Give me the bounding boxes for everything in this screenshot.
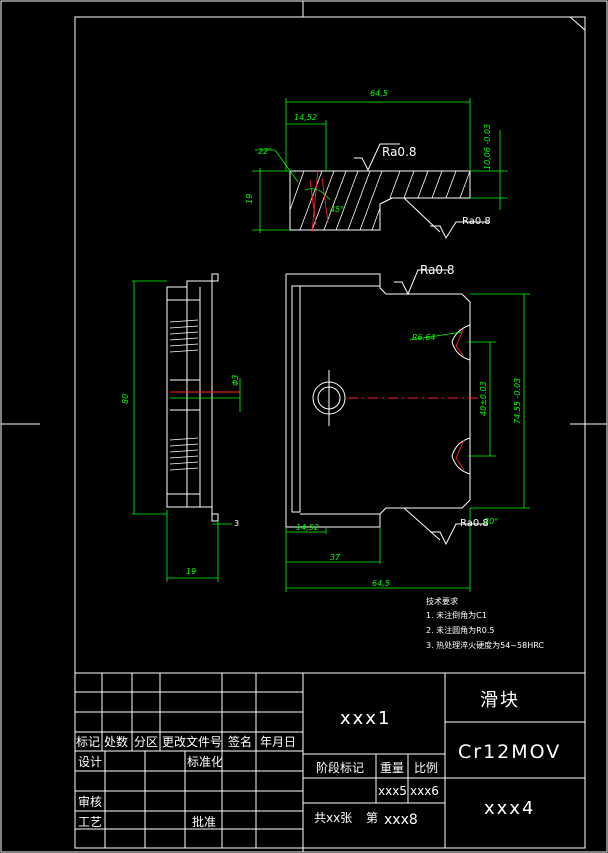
tb-sheet: xxx8 (384, 812, 418, 828)
inner-border (74, 16, 586, 849)
dim-radius: R6.64 (412, 333, 435, 342)
dim-top-height-left: 19 (245, 194, 254, 204)
dim-top-height-right: 10,06 -0.03 (483, 124, 492, 170)
dim-bottom-angle: 30° (484, 517, 498, 526)
dim-side-height: 80 (121, 394, 130, 404)
notes-line-3: 3. 热处理淬火硬度为54~58HRC (426, 640, 544, 650)
tb-sheet-label: 第 (366, 811, 378, 825)
tb-weight-label: 重量 (380, 761, 404, 775)
tb-header-mark: 标记 (76, 735, 100, 749)
tb-scale-label: 比例 (414, 761, 438, 775)
tb-standardize: 标准化 (187, 755, 223, 769)
front-view: Ra0.8 Ra0.8 30° R6.64 40±0.03 74.55 -0.0… (285, 263, 530, 592)
tb-header-sign: 签名 (228, 734, 252, 749)
dim-front-total: 64,5 (372, 579, 390, 588)
dim-angle-small: 45° (330, 205, 344, 214)
dim-front-mid: 37 (330, 553, 341, 562)
dim-inner-span: 40±0.03 (479, 381, 488, 416)
rough-top1: Ra0.8 (382, 145, 417, 159)
tb-sheets-total: 共xx张 (314, 811, 352, 825)
tb-check: 审核 (78, 794, 102, 809)
dim-top-width: 64,5 (370, 89, 388, 98)
dim-angle-top: 22° (258, 147, 272, 156)
dim-front-inner: 14,52 (296, 523, 319, 532)
rough-top2: Ra0.8 (462, 216, 491, 227)
tb-header-count: 处数 (104, 734, 128, 749)
tb-weight: xxx5 (378, 784, 407, 798)
tb-process: 工艺 (78, 815, 102, 829)
dim-top-inner: 14,52 (294, 113, 317, 122)
rough-bottom: Ra0.8 (460, 518, 489, 529)
dim-side-step: 3 (234, 519, 239, 528)
tb-header-date: 年月日 (260, 735, 296, 749)
technical-notes: 技术要求 1. 未注倒角为C1 2. 未注圆角为R0.5 3. 热处理淬火硬度为… (426, 596, 544, 650)
tb-stage-mark: 阶段标记 (316, 760, 364, 775)
top-view: 64,5 14,52 22° 45° Ra0.8 Ra0.8 10,06 -0.… (245, 89, 508, 240)
notes-line-2: 2. 未注圆角为R0.5 (426, 625, 494, 635)
title-block: 标记 处数 分区 更改文件号 签名 年月日 设计 标准化 审核 工艺 批准 xx… (74, 672, 586, 849)
tb-code: xxx4 (484, 798, 535, 819)
notes-line-1: 1. 未注倒角为C1 (426, 610, 487, 620)
dim-side-hole: Φ3 (231, 375, 240, 386)
tb-header-zone: 分区 (134, 735, 158, 749)
tb-drawing-no: xxx1 (340, 708, 391, 729)
tb-scale: xxx6 (410, 784, 439, 798)
tb-design: 设计 (78, 755, 102, 769)
dim-outer-span: 74.55 -0.03 (513, 378, 522, 424)
rough-front: Ra0.8 (420, 263, 455, 277)
side-view: 80 Φ3 3 19 (121, 273, 241, 582)
tb-material: Cr12MOV (458, 741, 561, 763)
tb-header-doc: 更改文件号 (162, 734, 222, 749)
tb-approve: 批准 (192, 814, 216, 829)
tb-part-name: 滑块 (480, 690, 520, 711)
dim-side-width: 19 (186, 567, 196, 576)
notes-title: 技术要求 (426, 596, 458, 606)
